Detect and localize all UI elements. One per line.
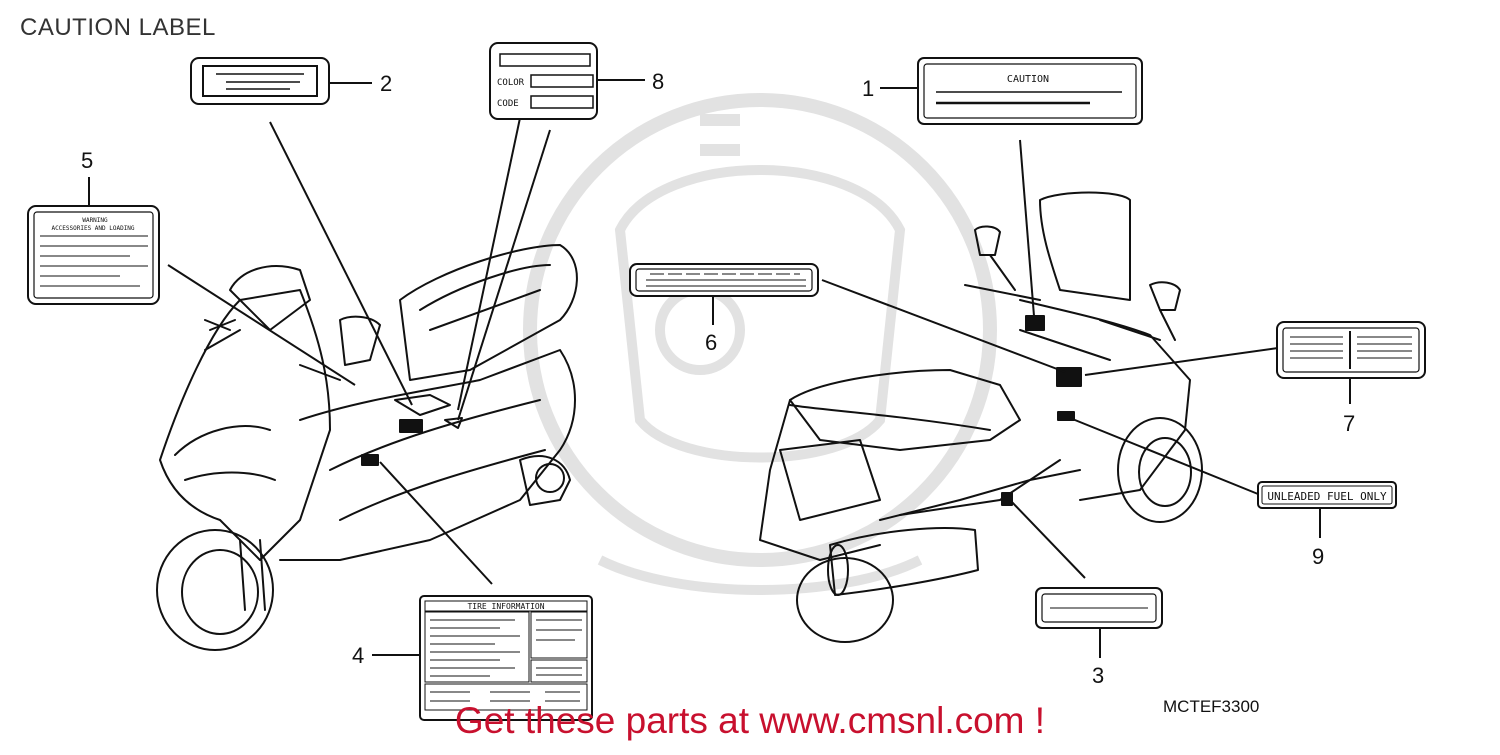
- label-8-color-text: COLOR: [497, 78, 525, 88]
- scooter-left-illustration: [156, 244, 578, 651]
- label-5-icon: WARNING ACCESSORIES AND LOADING: [27, 205, 160, 305]
- label-4-icon: TIRE INFORMATION: [419, 595, 593, 721]
- callout-3: 3: [1092, 663, 1105, 688]
- promo-link[interactable]: Get these parts at www.cmsnl.com !: [454, 700, 1046, 741]
- label-5-subtitle-text: ACCESSORIES AND LOADING: [51, 225, 134, 232]
- callout-1: 1: [862, 76, 875, 101]
- label-6-icon: [629, 263, 819, 297]
- leader-lines: [88, 79, 1351, 658]
- label-5-warning-text: WARNING: [82, 217, 108, 224]
- callout-9: 9: [1312, 544, 1325, 569]
- label-2-icon: [190, 57, 330, 105]
- label-9-icon: UNLEADED FUEL ONLY: [1257, 481, 1397, 509]
- label-8-code-text: CODE: [497, 99, 519, 109]
- diagram-code: MCTEF3300: [1163, 697, 1260, 716]
- page-title: CAUTION LABEL: [20, 14, 216, 41]
- callout-8: 8: [652, 69, 665, 94]
- callout-6: 6: [705, 330, 718, 355]
- callout-4: 4: [352, 643, 365, 668]
- watermark-logo: [523, 93, 997, 595]
- label-3-icon: [1035, 587, 1163, 629]
- label-1-caution-text: CAUTION: [1007, 74, 1049, 85]
- callout-7: 7: [1343, 411, 1356, 436]
- label-9-fuel-text: UNLEADED FUEL ONLY: [1267, 490, 1387, 503]
- label-7-icon: [1276, 321, 1426, 379]
- label-1-icon: CAUTION: [917, 57, 1143, 125]
- label-4-tire-text: TIRE INFORMATION: [467, 602, 544, 611]
- callout-5: 5: [81, 148, 94, 173]
- scooter-right-illustration: [759, 191, 1203, 643]
- callout-2: 2: [380, 71, 393, 96]
- label-8-icon: COLOR CODE: [489, 42, 598, 120]
